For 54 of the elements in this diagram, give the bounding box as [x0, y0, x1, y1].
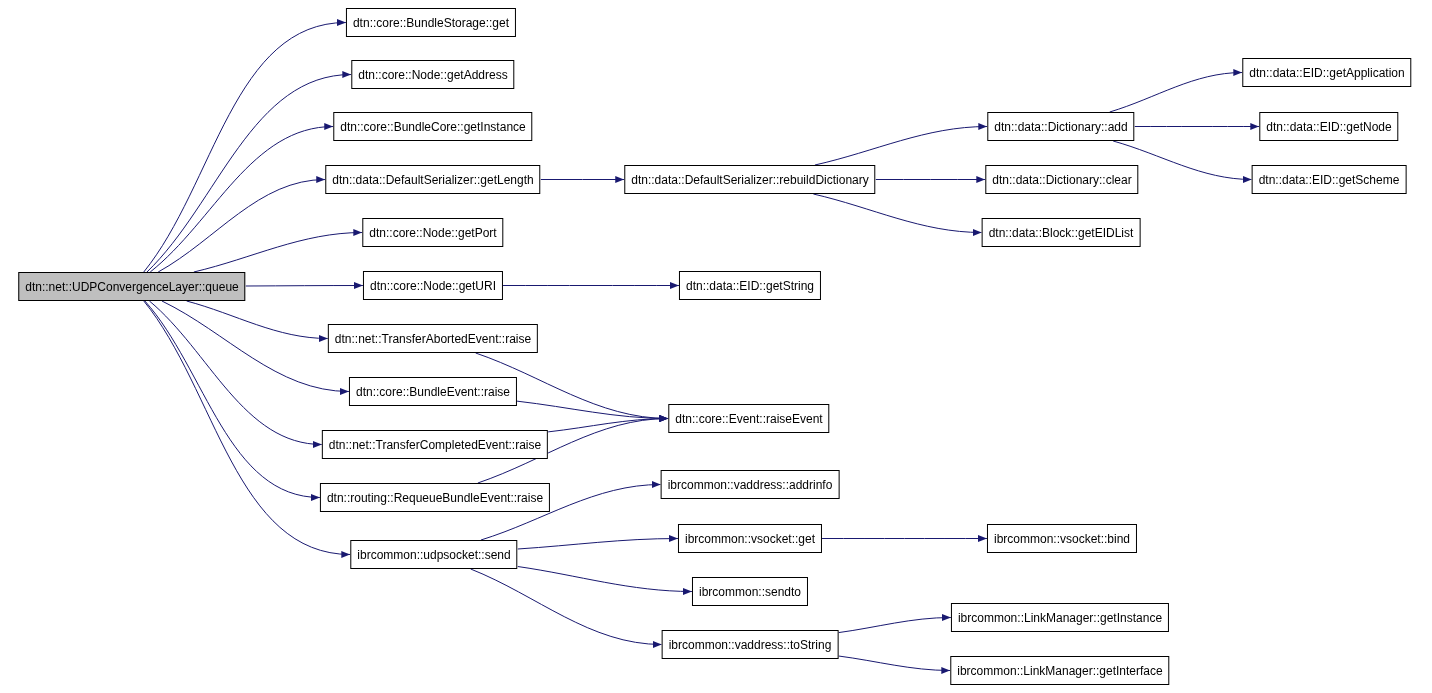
function-box: dtn::data::DefaultSerializer::rebuildDictionary [624, 165, 876, 194]
call-arrow [186, 300, 329, 342]
call-arrow [157, 176, 326, 273]
function-box: ibrcommon::vaddress::addrinfo [660, 470, 840, 499]
function-box: dtn::data::EID::getApplication [1242, 58, 1412, 87]
function-box: dtn::core::BundleCore::getInstance [333, 112, 533, 141]
call-arrow [517, 566, 693, 595]
function-box: dtn::core::Event::raiseEvent [668, 404, 830, 433]
call-arrow [1109, 69, 1243, 113]
function-box: dtn::routing::RequeueBundleEvent::raise [319, 483, 551, 512]
function-box: ibrcommon::LinkManager::getInstance [950, 603, 1170, 632]
function-box: dtn::net::TransferAbortedEvent::raise [327, 324, 539, 353]
call-arrow [821, 534, 988, 543]
call-arrow [146, 71, 352, 273]
function-box: ibrcommon::vsocket::get [677, 524, 823, 553]
call-arrow [148, 300, 323, 448]
call-arrow [517, 535, 679, 550]
call-arrow [143, 300, 351, 557]
function-box: dtn::data::Dictionary::add [987, 112, 1135, 141]
call-arrow [470, 568, 663, 648]
function-box: ibrcommon::sendto [692, 577, 808, 606]
function-box: dtn::data::Block::getEIDList [981, 218, 1141, 247]
function-box: ibrcommon::vsocket::bind [986, 524, 1138, 553]
call-arrow [193, 229, 363, 273]
call-arrow [875, 175, 986, 184]
function-box: dtn::data::Dictionary::clear [985, 165, 1139, 194]
function-box: dtn::data::EID::getScheme [1251, 165, 1407, 194]
call-arrow [502, 281, 680, 290]
function-box: dtn::core::Node::getAddress [351, 60, 515, 89]
call-arrow [161, 300, 350, 395]
function-box: dtn::data::DefaultSerializer::getLength [325, 165, 541, 194]
highlighted-function-box: dtn::net::UDPConvergenceLayer::queue [18, 272, 246, 301]
function-box: dtn::data::EID::getNode [1259, 112, 1399, 141]
function-box: dtn::core::BundleStorage::get [345, 8, 517, 37]
function-box: ibrcommon::LinkManager::getInterface [950, 656, 1170, 685]
call-arrow [837, 614, 952, 634]
call-arrow [1134, 122, 1260, 131]
call-arrow [149, 123, 334, 273]
call-arrow [540, 175, 625, 184]
function-box: dtn::core::Node::getURI [362, 271, 504, 300]
call-arrow [245, 281, 364, 290]
call-arrow [1112, 140, 1253, 183]
function-box: dtn::data::EID::getString [678, 271, 822, 300]
call-arrow [814, 123, 988, 166]
function-box: ibrcommon::vaddress::toString [661, 630, 839, 659]
call-arrow [477, 415, 669, 484]
function-box: dtn::core::Node::getPort [362, 218, 504, 247]
function-box: ibrcommon::udpsocket::send [350, 540, 518, 569]
call-arrow [480, 481, 662, 541]
call-arrow [837, 655, 951, 674]
call-arrow [144, 300, 321, 500]
function-box: dtn::core::BundleEvent::raise [348, 377, 518, 406]
function-box: dtn::net::TransferCompletedEvent::raise [321, 430, 549, 459]
call-arrow [143, 20, 347, 273]
